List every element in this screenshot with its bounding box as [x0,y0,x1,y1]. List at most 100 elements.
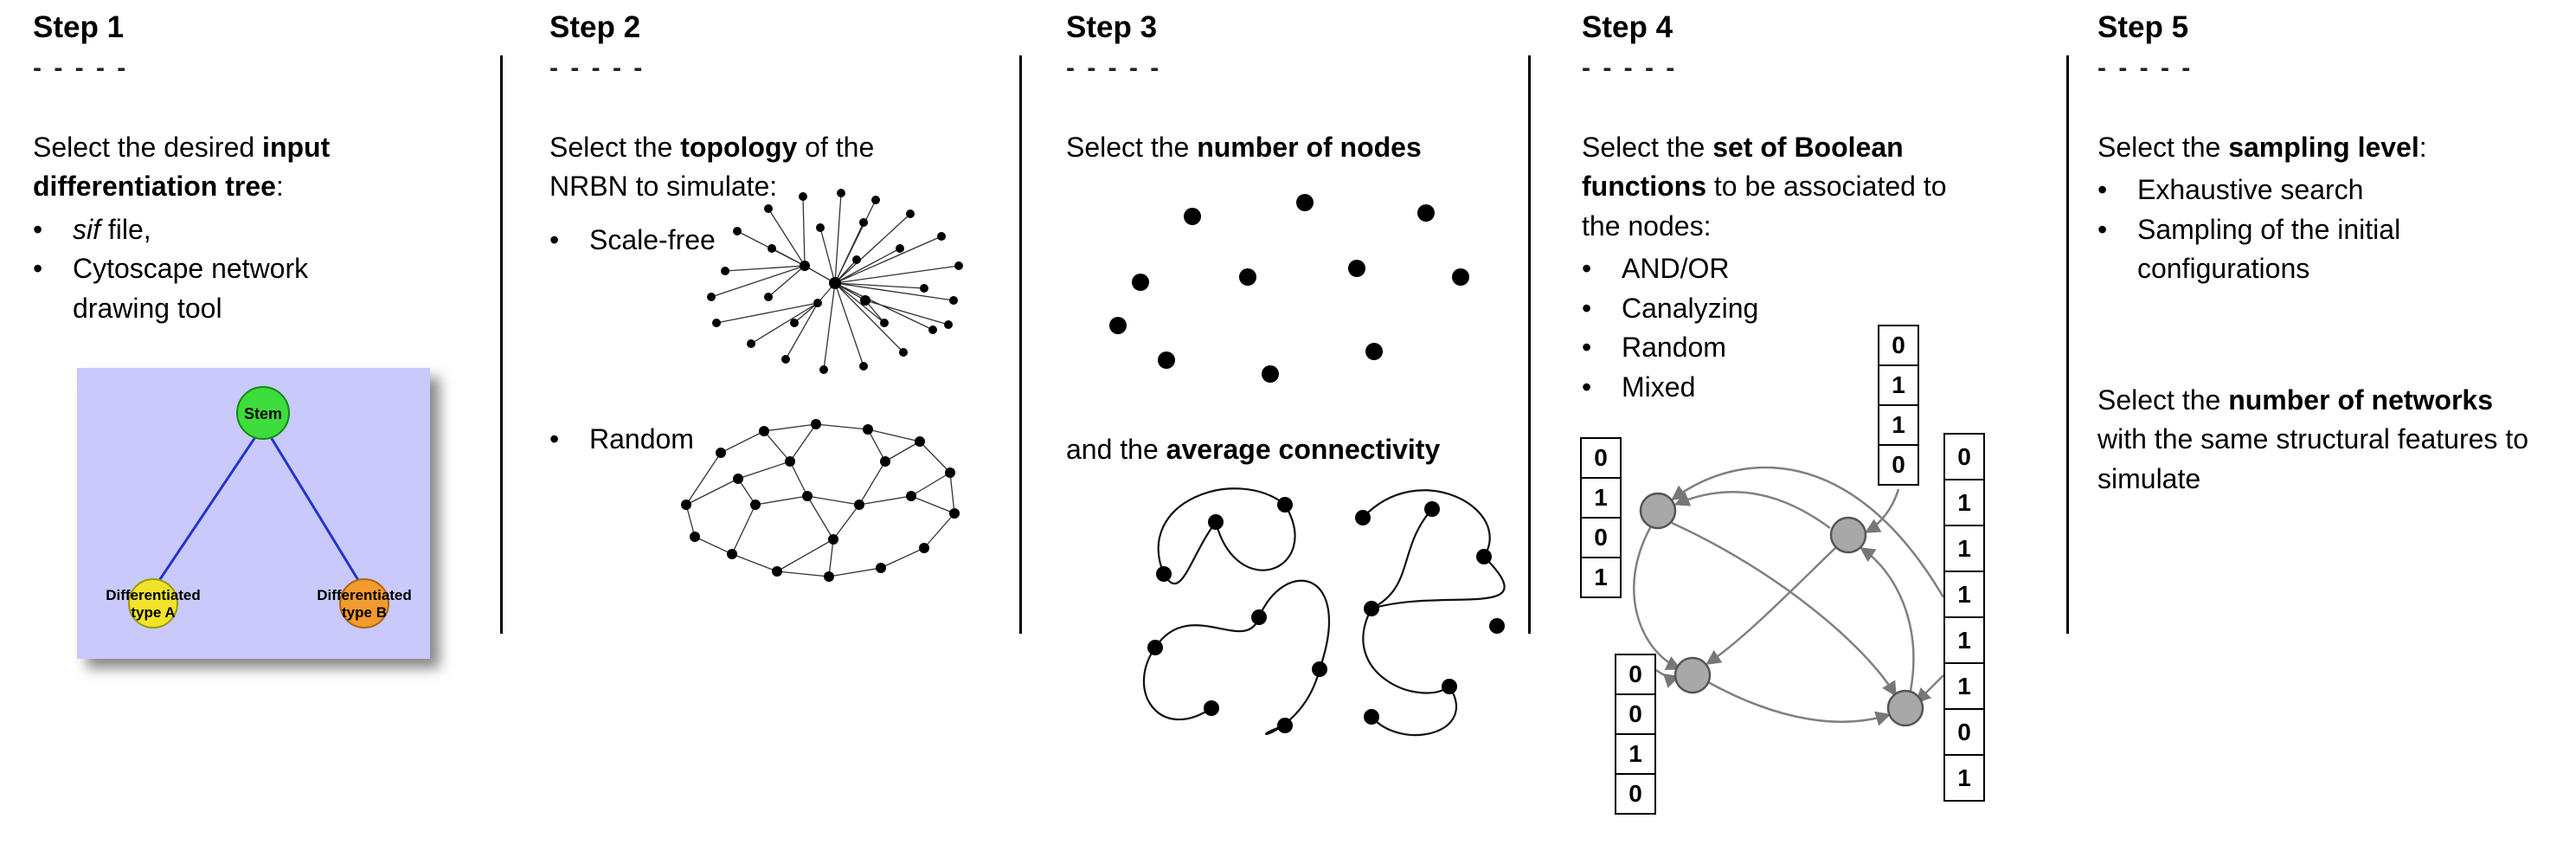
step5-para2-post: with the same structural features to sim… [2097,423,2528,494]
truth-table-cell: 0 [1580,437,1622,479]
step5-bullet-exhaustive-text: Exhaustive search [2137,174,2364,206]
truth-table-cell: 1 [1580,557,1622,598]
bullet-glyph: • [2097,213,2108,245]
step3-line2-bold: average connectivity [1166,434,1441,465]
bullet-glyph: • [1582,292,1592,324]
step4-bullet-andor-text: AND/OR [1622,253,1730,285]
step4-intro-bold: set of Boolean functions [1582,132,1904,203]
step1-bullet-sif-text: sif file, [73,210,379,249]
dots [1109,194,1469,383]
truth-table-top: 0 1 1 0 [1878,325,1919,486]
bullet-glyph: • [1582,332,1592,364]
divider-4 [2066,55,2069,634]
step5-para2: Select the number of networks with the s… [2097,381,2530,499]
truth-table-cell: 0 [1878,444,1919,486]
tree-edge-b [269,436,363,585]
step5-para2-bold: number of networks [2228,384,2494,416]
type-b-label-line1: Differentiated [317,587,412,603]
truth-table-cell: 1 [1943,616,1985,664]
truth-table-right: 0 1 1 1 1 1 0 1 [1943,433,1985,802]
tangle-nodes [1147,497,1505,733]
step5-line1-pre: Select the [2097,132,2229,163]
step5-bullet-exhaustive: • Exhaustive search [2097,171,2556,210]
step2-dashes: - - - - - [549,54,646,82]
differentiation-tree-image: Stem Differentiated type A Differentiate… [77,368,430,659]
step1-intro-bold: input differentiation tree [33,132,331,203]
random-edges [685,423,955,577]
truth-table-cell: 0 [1615,693,1656,735]
nodes-dots-graphic [1109,194,1469,383]
type-a-label-line1: Differentiated [106,587,201,603]
step4-intro-pre: Select the [1582,132,1713,163]
step5-para2-pre: Select the [2097,384,2229,416]
truth-table-cell: 1 [1943,479,1985,526]
truth-table-cell: 1 [1615,733,1656,775]
truth-table-left: 0 1 0 1 [1580,437,1622,598]
sif-italic: sif [73,213,100,245]
step1-bullet-cytoscape: • Cytoscape network drawing tool [33,249,379,328]
step4-bullet-random-text: Random [1622,332,1726,364]
step1-bullet-cytoscape-text: Cytoscape network drawing tool [73,253,309,324]
step1-bullet-sif: • sif file, [33,210,379,249]
truth-table-cell: 0 [1943,708,1985,756]
step5-bullet-sampling-text: Sampling of the initial configurations [2137,213,2401,285]
step1-dashes: - - - - - [33,54,129,82]
step1-title: Step 1 [33,10,125,44]
type-b-node [339,578,389,629]
step2-intro-post: of the NRBN to simulate: [549,132,875,203]
step4-bullet-andor: • AND/OR [1582,249,1988,288]
truth-table-cell: 1 [1580,477,1622,519]
divider-2 [1019,55,1022,634]
random-network-graphic [681,419,960,582]
tree-edge-a [155,436,257,585]
step5-line1-post: : [2419,132,2427,163]
type-a-node [128,578,178,629]
scale-free-network-graphic [707,189,963,374]
stem-label: Stem [244,405,282,422]
truth-table-cell: 0 [1878,325,1919,366]
bullet-glyph: • [2097,174,2108,206]
truth-table-cell: 0 [1580,517,1622,558]
step3-dashes: - - - - - [1066,54,1162,82]
bullet-glyph: • [1582,253,1592,285]
truth-table-cell: 1 [1943,662,1985,710]
step3-line2: and the average connectivity [1066,430,1585,469]
step3-line1-pre: Select the [1066,132,1198,163]
truth-table-cell: 0 [1943,433,1985,480]
truth-table-cell: 1 [1878,404,1919,446]
stem-node [236,386,290,440]
step5-line1: Select the sampling level: [2097,128,2556,167]
step5-title: Step 5 [2097,10,2189,44]
step4-dashes: - - - - - [1582,54,1678,82]
divider-1 [500,55,503,634]
random-nodes [681,419,960,582]
step2-bullet-random-text: Random [589,423,694,455]
boolean-network-graphic [1633,466,1945,727]
truth-table-cell: 0 [1615,773,1656,815]
step4-intro-post: to be associated to the nodes: [1582,171,1947,242]
truth-table-cell: 0 [1615,654,1656,695]
connectivity-tangle-graphic [1142,487,1506,737]
step5-bullet-sampling: • Sampling of the initial configurations [2097,210,2556,289]
step4-bullet-mixed: •Mixed [1582,368,1988,407]
step4-title: Step 4 [1582,10,1673,44]
step1-intro-pre: Select the desired [33,132,263,163]
type-b-label-line2: type B [342,604,387,621]
step2-intro-pre: Select the [549,132,681,163]
step3-line2-pre: and the [1066,434,1166,465]
step2-bullet-random: •Random [549,420,852,459]
truth-table-cell: 1 [1878,364,1919,406]
step2-bullet-scalefree-text: Scale-free [589,224,716,255]
step5-description: Select the sampling level: • Exhaustive s… [2097,128,2556,289]
step4-bullet-mixed-text: Mixed [1622,371,1696,403]
step1-intro-post: : [275,171,284,203]
step2-intro: Select the topology of the NRBN to simul… [549,128,948,207]
differentiation-tree-graphic: Stem Differentiated type A Differentiate… [106,386,412,629]
bullet-glyph: • [549,224,560,255]
step5-line1-bold: sampling level [2228,132,2419,163]
bullet-glyph: • [33,253,43,285]
scale-free-nodes [707,189,963,374]
regulation-arrows [1633,466,1945,726]
tangle-edges [1142,487,1506,737]
